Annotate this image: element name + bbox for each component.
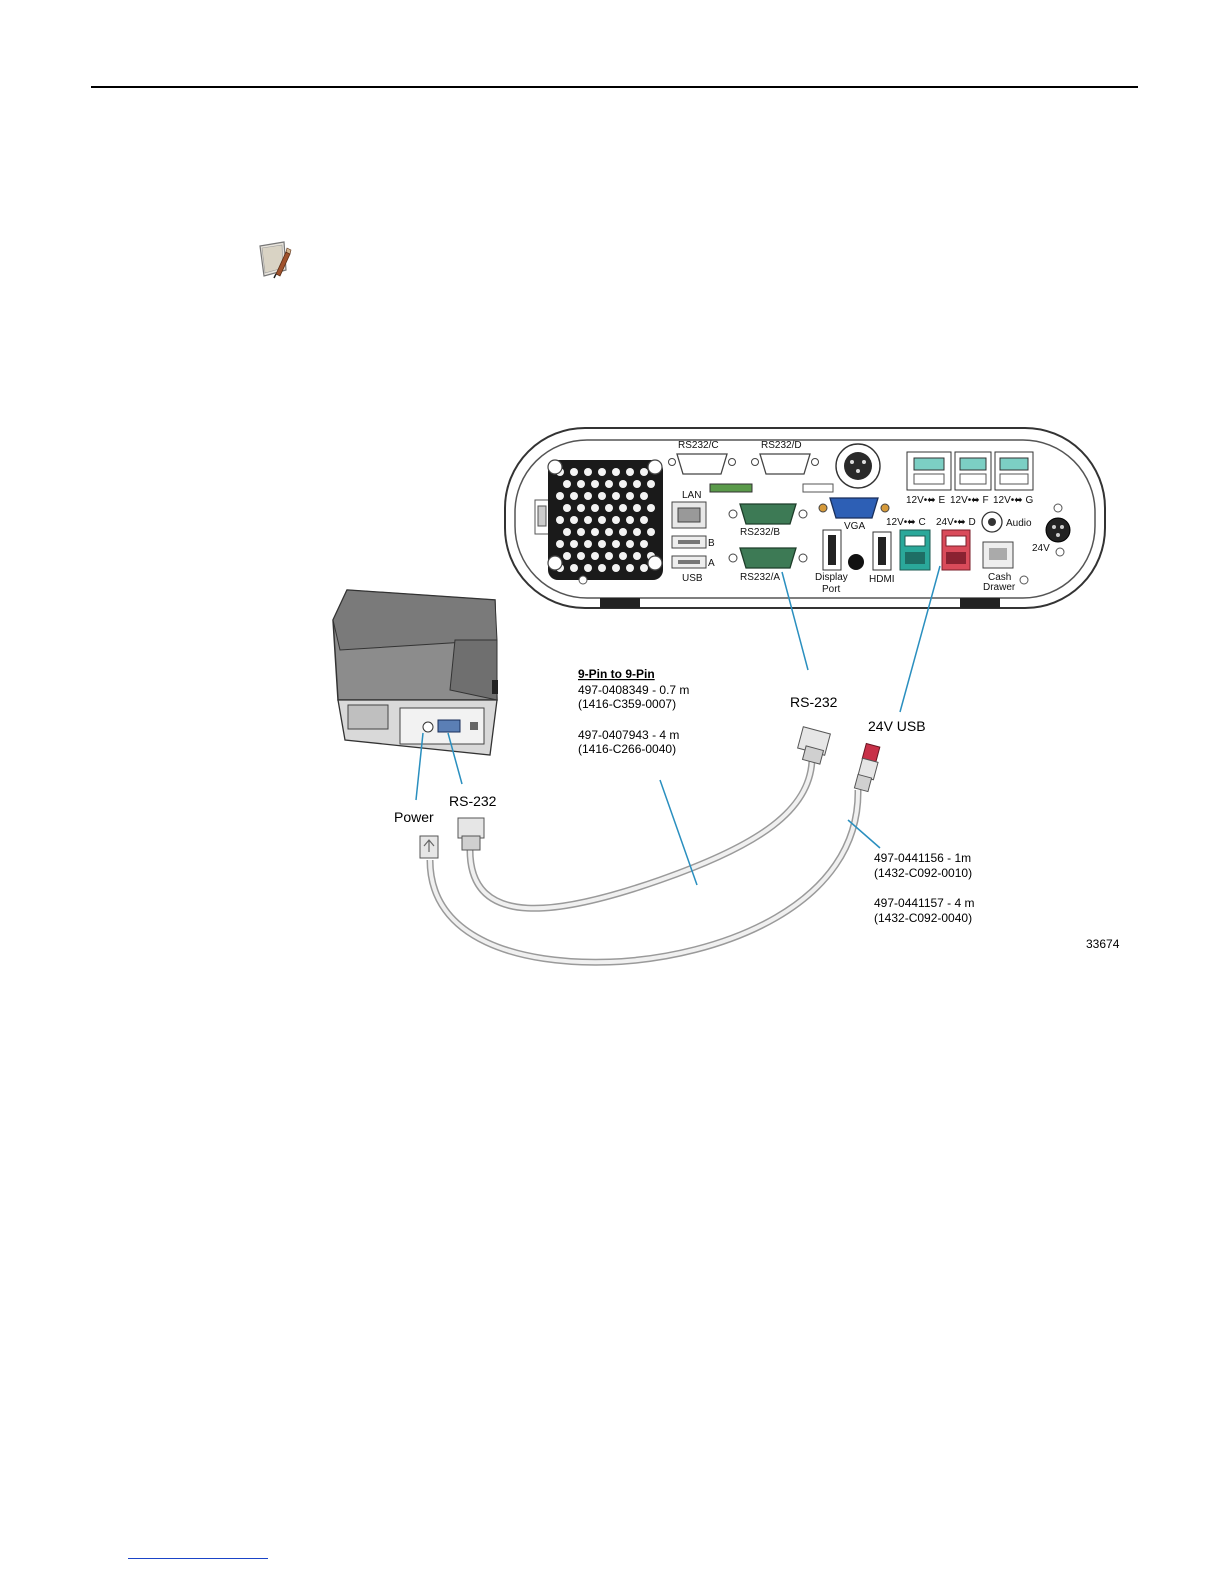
cable-9pin-line2: (1416-C359-0007) [578, 697, 676, 711]
usb-plug-terminal-end [853, 742, 881, 793]
round-power-connector [835, 443, 881, 489]
rs232-terminal-callout: RS-232 [790, 694, 838, 710]
cable-9pin-line4: (1416-C266-0040) [578, 742, 676, 756]
cable-usb-line1: 497-0441156 - 1m [874, 851, 971, 865]
lan-port: LAN [671, 490, 707, 529]
powered-usb-d-port: 24V•⬌ D [936, 517, 976, 571]
fan-grille [547, 459, 663, 580]
audio-jack: Audio [981, 511, 1032, 533]
power-24v-connector: 24V [1032, 517, 1071, 554]
figure-number: 33674 [1086, 937, 1120, 951]
lan-label: LAN [682, 490, 701, 501]
port-e-label: 12V•⬌ E [906, 495, 945, 506]
rs232-c-port: RS232/C [668, 440, 736, 475]
powered-usb-g-port: 12V•⬌ G [993, 451, 1034, 506]
port-d-label: 24V•⬌ D [936, 517, 976, 528]
usb-power-cable [426, 789, 862, 966]
powered-usb-f-port: 12V•⬌ F [950, 451, 992, 506]
cable-9pin-line3: 497-0407943 - 4 m [578, 728, 679, 742]
small-slot [802, 483, 834, 493]
usb-24v-callout: 24V USB [868, 718, 926, 734]
note-icon [259, 241, 292, 279]
footer-link-underline [128, 1558, 268, 1559]
port-f-label: 12V•⬌ F [950, 495, 989, 506]
usb-ports: B A USB [671, 535, 715, 584]
usb-label: USB [682, 573, 703, 584]
port-g-label: 12V•⬌ G [993, 495, 1033, 506]
rs232-plug-terminal-end [797, 726, 831, 765]
printer-rs232-callout: RS-232 [449, 793, 497, 809]
cash-drawer-label-2: Drawer [983, 582, 1016, 593]
vga-port: VGA [818, 497, 890, 532]
cable-9pin-line1: 497-0408349 - 0.7 m [578, 683, 689, 697]
hdmi-port: HDMI [869, 531, 895, 585]
display-port-label-1: Display [815, 572, 848, 583]
serial-cable [466, 759, 816, 912]
usb-b-label: B [708, 538, 715, 549]
green-connector [709, 483, 753, 493]
cable-usb-info: 497-0441156 - 1m (1432-C092-0010) 497-04… [874, 851, 975, 925]
vga-label: VGA [844, 521, 865, 532]
rs232-a-label: RS232/A [740, 572, 780, 583]
rs232-d-label: RS232/D [761, 440, 802, 451]
cash-drawer-label-1: Cash [988, 572, 1011, 583]
hdmi-label: HDMI [869, 574, 895, 585]
rs232-b-port: RS232/B [728, 503, 808, 538]
port-c-label: 12V•⬌ C [886, 517, 926, 528]
printer-power-callout: Power [394, 809, 434, 825]
cable-usb-line2: (1432-C092-0010) [874, 866, 972, 880]
cable-9pin-info: 9-Pin to 9-Pin 497-0408349 - 0.7 m (1416… [578, 667, 689, 756]
rs232-b-label: RS232/B [740, 527, 780, 538]
rs232-d-port: RS232/D [751, 440, 819, 475]
rs232-a-port: RS232/A [728, 547, 808, 583]
leader-lines [415, 565, 941, 886]
black-jack [848, 554, 864, 570]
rs232-c-label: RS232/C [678, 440, 719, 451]
cable-usb-line4: (1432-C092-0040) [874, 911, 972, 925]
rs232-plug-printer-end [457, 817, 485, 851]
header-rule [91, 86, 1138, 88]
powered-usb-e-port: 12V•⬌ E [906, 451, 952, 506]
printer [332, 589, 498, 756]
display-port: Display Port [815, 529, 848, 595]
cash-drawer-port: Cash Drawer [982, 541, 1016, 593]
powered-usb-c-port: 12V•⬌ C [886, 517, 931, 571]
power-24v-label: 24V [1032, 543, 1050, 554]
usb-a-label: A [708, 558, 715, 569]
audio-label: Audio [1006, 518, 1032, 529]
power-plug-printer-end [419, 835, 439, 859]
cable-usb-line3: 497-0441157 - 4 m [874, 896, 975, 910]
display-port-label-2: Port [822, 584, 841, 595]
cable-9pin-heading: 9-Pin to 9-Pin [578, 667, 655, 681]
